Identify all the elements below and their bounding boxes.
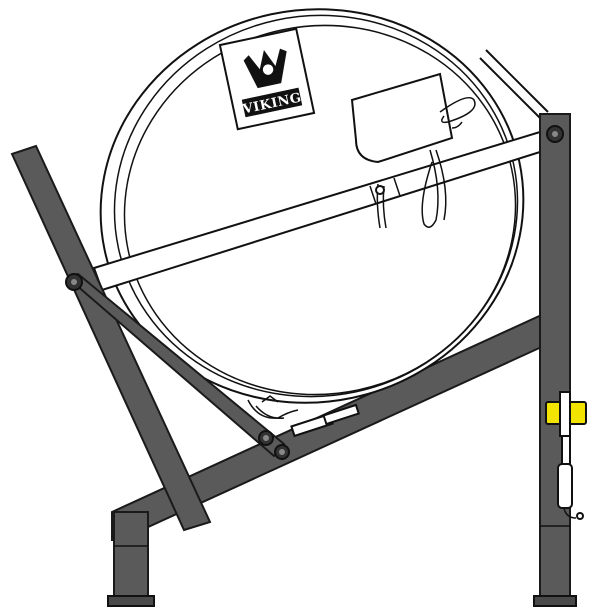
lanyards [375,149,447,229]
pivot-bolts [65,273,290,460]
container-back-strap [479,49,549,119]
viking-logo: VIKING [218,27,316,131]
bottom-lashing [247,395,360,438]
right-post [533,113,577,607]
release-latch [545,391,587,520]
left-foot [107,511,155,607]
release-plate [350,72,476,164]
diagonal-arm [10,144,212,532]
